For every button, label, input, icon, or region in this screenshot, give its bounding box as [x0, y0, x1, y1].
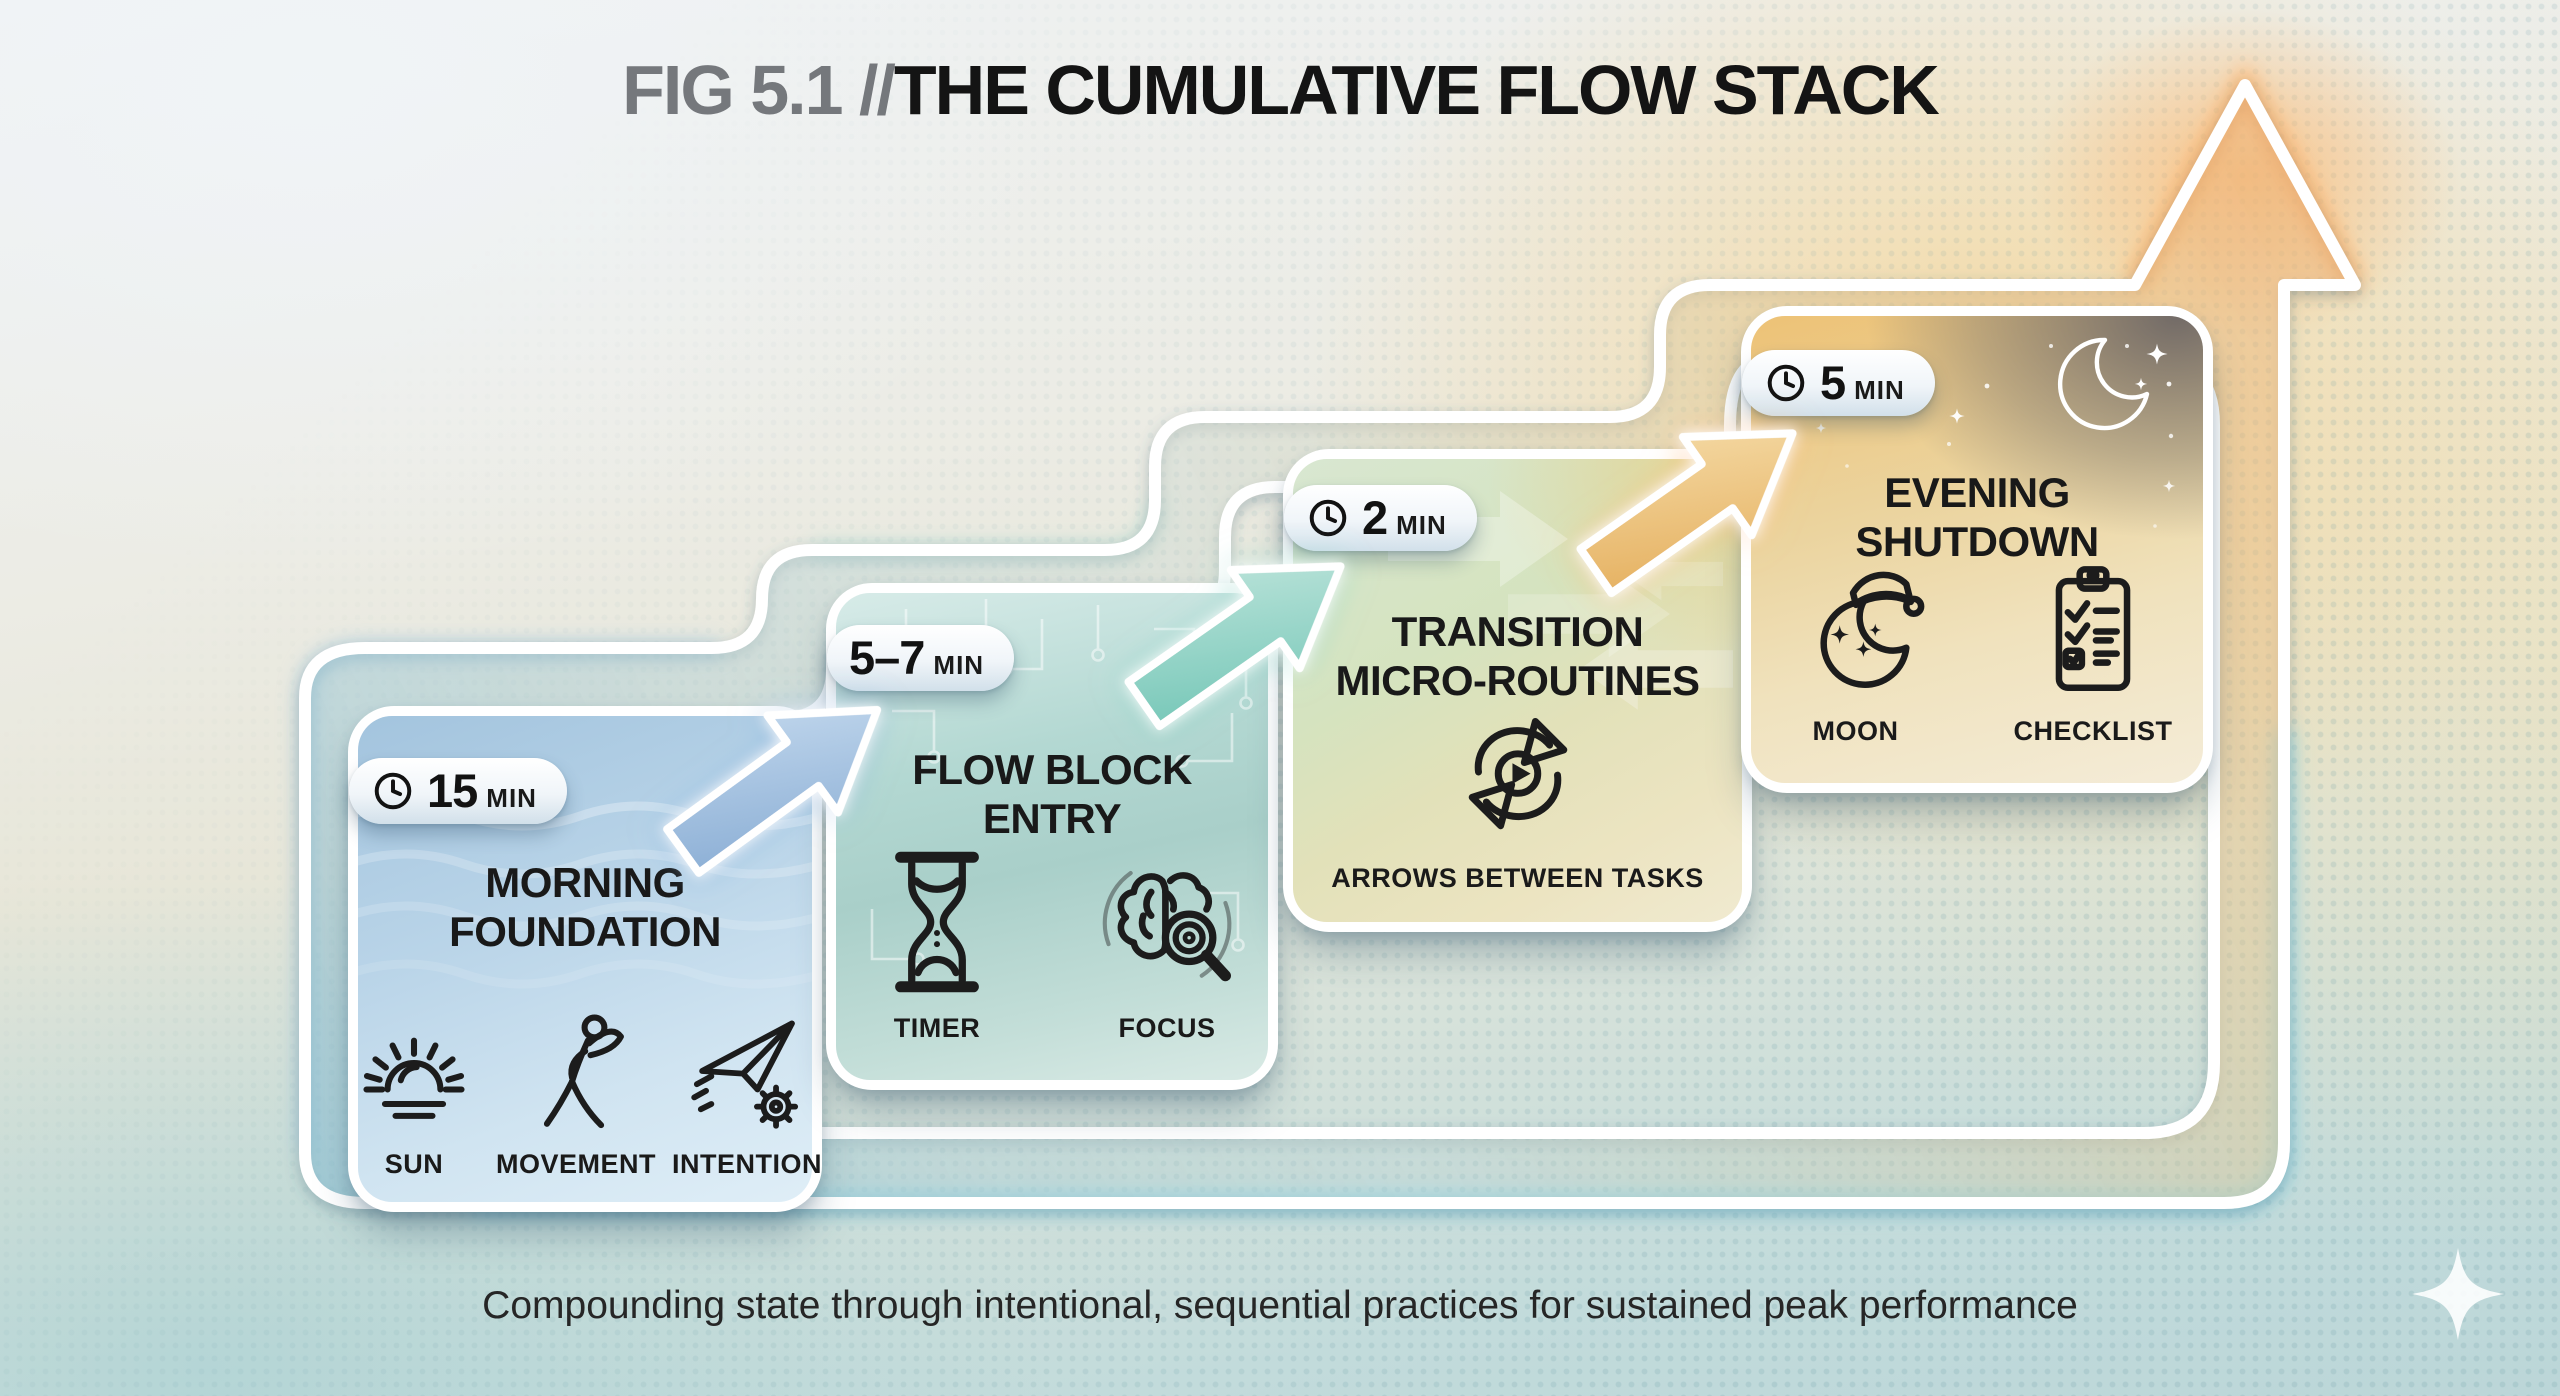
- step-teal-glow: [812, 499, 1162, 557]
- duration-unit: MIN: [486, 783, 537, 813]
- card-title-line1: TRANSITION: [1391, 608, 1644, 655]
- moon-nightcap-icon: [1819, 571, 1924, 688]
- cycle-arrows-icon: [1468, 717, 1567, 830]
- hourglass-icon: [895, 851, 979, 993]
- item-label: MOON: [1812, 716, 1899, 746]
- card-title: MORNING FOUNDATION: [358, 858, 812, 956]
- item-label: ARROWS BETWEEN TASKS: [1331, 863, 1704, 893]
- duration-badge: 5 MIN: [1742, 350, 1935, 416]
- paper-plane-gear-icon: [691, 1020, 799, 1129]
- sparkle-icon: [2411, 1247, 2505, 1341]
- item-label: FOCUS: [1118, 1013, 1216, 1043]
- card-items: MOON CHE: [1751, 556, 2203, 747]
- duration-value: 5: [1820, 356, 1846, 409]
- item-movement: MOVEMENT: [496, 1005, 656, 1180]
- item-label: SUN: [384, 1149, 444, 1179]
- card-title: EVENING SHUTDOWN: [1751, 468, 2203, 566]
- figure-title: FIG 5.1 //THE CUMULATIVE FLOW STACK: [0, 52, 2560, 129]
- crescent-moon-deco-icon: [2057, 337, 2172, 431]
- duration-unit: MIN: [933, 650, 985, 680]
- item-label: TIMER: [893, 1013, 981, 1043]
- item-label: CHECKLIST: [2013, 716, 2173, 746]
- duration-value: 2: [1362, 491, 1388, 544]
- duration-unit: MIN: [1854, 375, 1905, 405]
- item-timer: TIMER: [858, 843, 1016, 1044]
- card-title-line2: MICRO-ROUTINES: [1335, 657, 1701, 705]
- duration-badge: 5–7 MIN: [827, 625, 1015, 691]
- duration-value: 15: [427, 764, 478, 817]
- card-title-line2: ENTRY: [982, 795, 1122, 843]
- card-items: TIMER: [836, 843, 1268, 1044]
- item-focus: FOCUS: [1088, 843, 1246, 1044]
- item-checklist: CHECKLIST: [2014, 556, 2173, 747]
- card-items: SUN MOVEMENT: [358, 1005, 822, 1180]
- card-title-line1: EVENING: [1884, 469, 2070, 516]
- duration-unit: MIN: [1396, 510, 1447, 540]
- clock-icon: [1309, 499, 1347, 537]
- page-title: THE CUMULATIVE FLOW STACK: [893, 51, 1940, 129]
- clock-icon: [1767, 364, 1805, 402]
- duration-badge: 15 MIN: [349, 758, 567, 824]
- card-morning-foundation: 15 MIN MORNING FOUNDATION SUN: [348, 706, 822, 1212]
- card-title: FLOW BLOCK ENTRY: [836, 745, 1268, 843]
- card-title-line2: SHUTDOWN: [1855, 518, 2099, 566]
- item-moon: MOON: [1782, 556, 1930, 747]
- brain-magnifier-icon: [1102, 870, 1232, 982]
- card-title: TRANSITION MICRO-ROUTINES: [1293, 607, 1742, 705]
- duration-badge: 2 MIN: [1284, 485, 1477, 551]
- card-title-line1: MORNING: [485, 859, 685, 906]
- item-label: INTENTION: [672, 1149, 823, 1179]
- card-title-line2: FOUNDATION: [449, 908, 721, 956]
- card-evening-shutdown: 5 MIN EVENING SHUTDOWN: [1741, 306, 2213, 793]
- card-items: ARROWS BETWEEN TASKS: [1293, 693, 1742, 894]
- figure-number: FIG 5.1 //: [622, 51, 896, 129]
- checklist-icon: [2055, 566, 2131, 691]
- card-title-line1: FLOW BLOCK: [912, 746, 1192, 793]
- sunrise-icon: [363, 1037, 465, 1119]
- stretching-person-icon: [543, 1014, 624, 1129]
- card-transition-micro-routines: 2 MIN TRANSITION MICRO-ROUTINES: [1283, 449, 1752, 932]
- item-label: MOVEMENT: [496, 1149, 657, 1179]
- item-intention: INTENTION: [672, 1005, 822, 1180]
- item-cycle: ARROWS BETWEEN TASKS: [1331, 693, 1704, 894]
- clock-icon: [374, 772, 412, 810]
- caption-text: Compounding state through intentional, s…: [482, 1284, 2078, 1327]
- card-flow-block-entry: 5–7 MIN FLOW BLOCK ENTRY: [826, 583, 1278, 1090]
- item-sun: SUN: [348, 1005, 480, 1180]
- duration-value: 5–7: [849, 631, 925, 684]
